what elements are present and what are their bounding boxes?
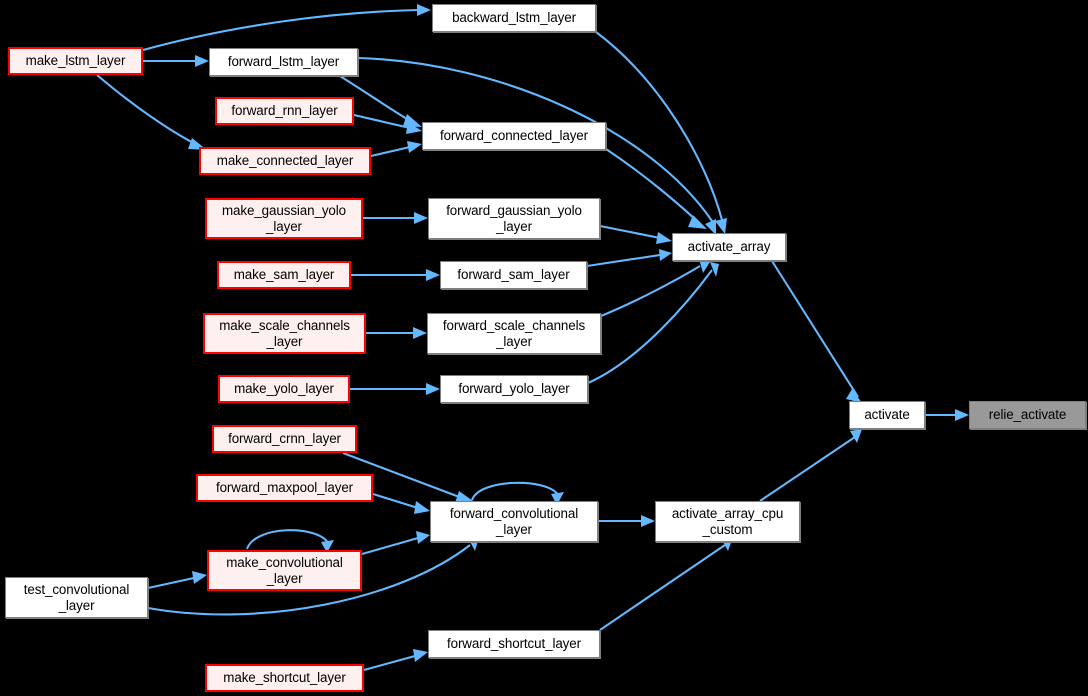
- node-make-scale-channels-layer[interactable]: make_scale_channels _layer: [203, 313, 366, 354]
- node-make-connected-layer[interactable]: make_connected_layer: [199, 147, 371, 175]
- node-activate-array-cpu-custom[interactable]: activate_array_cpu _custom: [655, 501, 800, 542]
- edge-group: [96, 4, 969, 672]
- edge-forward_lstm_layer-to-activate_array: [357, 56, 713, 222]
- edge-activate_array-to-activate: [771, 260, 859, 398]
- arrowhead: [688, 215, 707, 229]
- edge-backward_lstm_layer-to-activate_array: [595, 31, 724, 221]
- edge-forward_shortcut_layer-to-activate_array_cpu_custom: [599, 544, 726, 631]
- arrowhead: [551, 492, 564, 505]
- node-make-shortcut-layer[interactable]: make_shortcut_layer: [205, 664, 364, 692]
- edge-make_convolutional_layer-self-loop: [246, 529, 329, 550]
- node-test-convolutional-layer[interactable]: test_convolutional _layer: [5, 577, 148, 618]
- arrowhead: [699, 259, 710, 273]
- arrowhead: [414, 212, 428, 224]
- node-forward-rnn-layer[interactable]: forward_rnn_layer: [215, 97, 354, 125]
- edge-test_convolutional_layer-to-make_convolutional_layer: [147, 576, 195, 590]
- arrowhead: [416, 531, 430, 544]
- node-forward-crnn-layer[interactable]: forward_crnn_layer: [212, 425, 357, 453]
- node-make-lstm-layer[interactable]: make_lstm_layer: [8, 47, 143, 75]
- node-forward-maxpool-layer[interactable]: forward_maxpool_layer: [196, 474, 373, 502]
- arrowhead: [641, 515, 655, 527]
- arrowhead: [656, 232, 672, 244]
- node-forward-gaussian-yolo-layer[interactable]: forward_gaussian_yolo _layer: [428, 198, 600, 239]
- arrowhead: [426, 383, 440, 395]
- edge-forward_gaussian_yolo_layer-to-activate_array: [599, 224, 661, 240]
- edge-make_lstm_layer-to-backward_lstm_layer: [142, 8, 419, 52]
- arrowhead: [715, 218, 727, 234]
- edge-forward_rnn_layer-to-forward_connected_layer: [353, 113, 411, 130]
- node-forward-connected-layer[interactable]: forward_connected_layer: [422, 122, 606, 150]
- node-forward-convolutional-layer[interactable]: forward_convolutional _layer: [430, 501, 598, 542]
- arrowhead: [192, 571, 207, 584]
- node-forward-scale-channels-layer[interactable]: forward_scale_channels _layer: [427, 313, 601, 354]
- node-make-yolo-layer[interactable]: make_yolo_layer: [218, 375, 350, 403]
- arrowhead: [710, 262, 719, 277]
- edge-forward_sam_layer-to-activate_array: [586, 253, 661, 268]
- node-make-gaussian-yolo-layer[interactable]: make_gaussian_yolo _layer: [205, 198, 363, 239]
- edge-forward_connected_layer-to-activate_array: [605, 148, 699, 223]
- edge-forward_yolo_layer-to-activate_array: [587, 269, 713, 384]
- arrowhead: [846, 389, 862, 403]
- node-forward-yolo-layer[interactable]: forward_yolo_layer: [440, 375, 588, 403]
- arrowhead: [955, 409, 969, 421]
- arrowhead: [321, 540, 334, 553]
- arrowhead: [414, 501, 430, 514]
- edge-make_connected_layer-to-forward_connected_layer: [370, 145, 411, 158]
- edge-test_convolutional_layer-to-forward_convolutional_layer: [147, 544, 471, 616]
- edge-forward_scale_channels_layer-to-activate_array: [600, 265, 701, 317]
- node-forward-lstm-layer[interactable]: forward_lstm_layer: [209, 48, 358, 76]
- edge-forward_crnn_layer-to-forward_convolutional_layer: [342, 452, 463, 499]
- node-make-convolutional-layer[interactable]: make_convolutional _layer: [207, 550, 362, 591]
- node-forward-sam-layer[interactable]: forward_sam_layer: [440, 261, 587, 289]
- node-activate-array[interactable]: activate_array: [672, 233, 786, 261]
- arrowhead: [417, 4, 431, 16]
- arrowhead: [413, 649, 428, 662]
- node-relie-activate[interactable]: relie_activate: [969, 401, 1086, 429]
- node-forward-shortcut-layer[interactable]: forward_shortcut_layer: [428, 630, 600, 658]
- node-activate[interactable]: activate: [849, 401, 925, 429]
- arrowhead: [659, 249, 672, 261]
- arrowhead: [406, 122, 422, 134]
- arrowhead: [426, 269, 440, 281]
- arrowhead: [455, 491, 473, 503]
- arrowhead: [413, 327, 427, 339]
- arrowhead: [705, 219, 716, 235]
- node-make-sam-layer[interactable]: make_sam_layer: [217, 261, 351, 289]
- edge-make_lstm_layer-to-make_connected_layer: [96, 74, 198, 146]
- edge-forward_convolutional_layer-self-loop: [471, 481, 559, 501]
- node-backward-lstm-layer[interactable]: backward_lstm_layer: [432, 4, 596, 32]
- arrowhead: [407, 141, 422, 153]
- arrowhead: [195, 55, 209, 67]
- arrowhead: [850, 429, 862, 443]
- edge-make_shortcut_layer-to-forward_shortcut_layer: [363, 654, 416, 672]
- edge-forward_maxpool_layer-to-forward_convolutional_layer: [372, 492, 419, 510]
- edge-make_convolutional_layer-to-forward_convolutional_layer: [361, 536, 419, 556]
- edge-activate_array_cpu_custom-to-activate: [759, 436, 856, 502]
